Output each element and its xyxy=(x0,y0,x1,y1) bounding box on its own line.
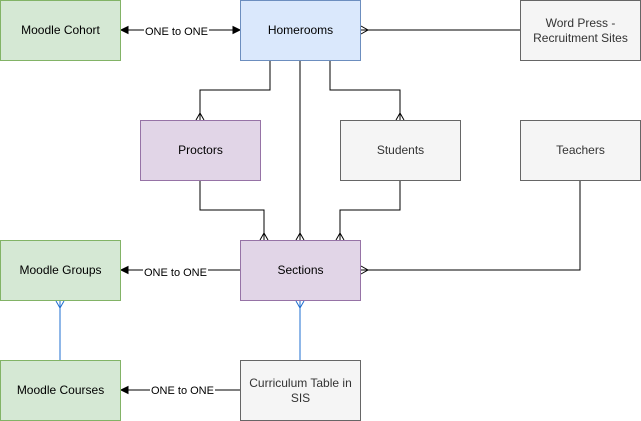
node-moodle-groups-label: Moodle Groups xyxy=(19,263,102,277)
node-sections-label: Sections xyxy=(277,263,324,277)
crowfoot-sections-right xyxy=(360,265,370,275)
crowfoot-groups-bottom xyxy=(55,300,65,310)
node-teachers[interactable]: Teachers xyxy=(520,120,641,181)
edge-students-sections xyxy=(339,181,401,240)
edge-label-cohort-homerooms: ONE to ONE xyxy=(144,26,209,39)
node-curriculum[interactable]: Curriculum Table in SIS xyxy=(240,360,361,421)
node-homerooms[interactable]: Homerooms xyxy=(240,0,361,61)
arrowhead-homerooms-left xyxy=(232,25,242,35)
node-moodle-groups[interactable]: Moodle Groups xyxy=(0,240,121,301)
edge-homerooms-students xyxy=(329,61,401,120)
node-moodle-courses[interactable]: Moodle Courses xyxy=(0,360,121,421)
node-wordpress-label: Word Press - Recruitment Sites xyxy=(533,15,628,45)
crowfoot-homerooms-right xyxy=(360,25,370,35)
node-sections[interactable]: Sections xyxy=(240,240,361,301)
arrowhead-courses xyxy=(119,385,129,395)
node-moodle-cohort-label: Moodle Cohort xyxy=(21,23,100,37)
node-curriculum-label: Curriculum Table in SIS xyxy=(249,375,352,405)
node-proctors-label: Proctors xyxy=(178,143,223,157)
crowfoot-proctors-top xyxy=(195,111,205,121)
crowfoot-sections-top-right xyxy=(335,231,345,241)
crowfoot-sections-top-left xyxy=(259,231,269,241)
crowfoot-sections-top-middle xyxy=(295,231,305,241)
node-moodle-courses-label: Moodle Courses xyxy=(16,383,105,397)
crowfoot-students-top xyxy=(395,111,405,121)
arrowhead-cohort xyxy=(119,25,129,35)
edge-homerooms-proctors xyxy=(199,61,271,120)
edge-label-courses-curriculum: ONE to ONE xyxy=(150,385,215,398)
node-students-label: Students xyxy=(376,143,425,157)
node-teachers-label: Teachers xyxy=(556,143,605,157)
node-proctors[interactable]: Proctors xyxy=(140,120,261,181)
arrowhead-groups xyxy=(119,265,129,275)
crowfoot-sections-bottom xyxy=(295,300,305,310)
node-moodle-cohort[interactable]: Moodle Cohort xyxy=(0,0,121,61)
edge-proctors-sections xyxy=(199,181,265,240)
node-students[interactable]: Students xyxy=(340,120,461,181)
node-homerooms-label: Homerooms xyxy=(267,23,334,37)
edge-label-groups-sections: ONE to ONE xyxy=(143,267,208,280)
node-wordpress[interactable]: Word Press - Recruitment Sites xyxy=(520,0,641,61)
edge-teachers-sections xyxy=(361,181,581,271)
